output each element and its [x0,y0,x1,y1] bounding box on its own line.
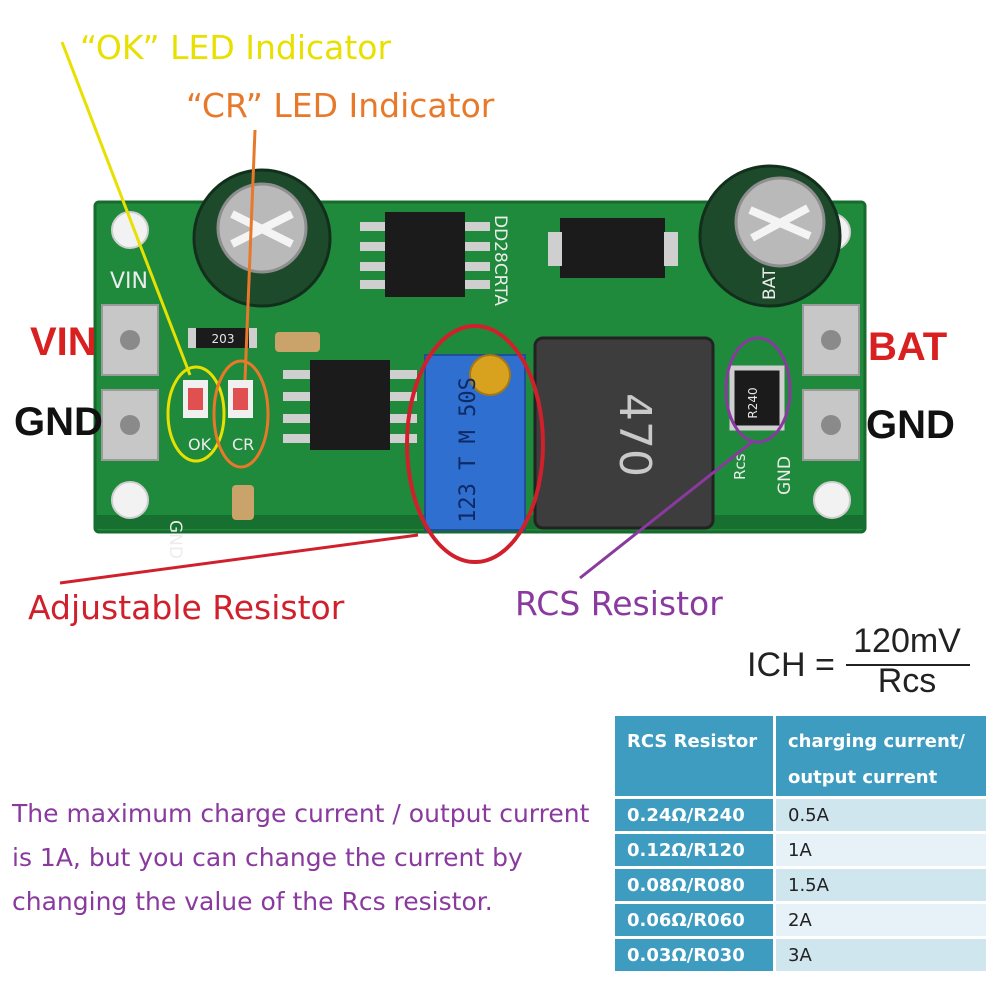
silk-cr: CR [232,435,254,454]
formula-denominator: Rcs [877,662,937,700]
pin-label-gnd-right: GND [866,403,955,447]
current-formula: ICH = 120mV Rcs [742,622,972,702]
pin-label-vin: VIN [30,320,97,364]
silk-rcs: Rcs [731,453,749,480]
table-cell-current: 3A [776,939,986,971]
cr-highlight-ellipse [212,359,270,469]
potentiometer: 123 T M 50S [424,354,526,531]
potentiometer-marking: 123 T M 50S [456,377,481,523]
table-header-rcs: RCS Resistor [615,716,773,796]
led-cr [228,380,253,418]
rcs-resistor-part: R240 [729,365,785,431]
table-cell-current: 1A [776,834,986,866]
diode [548,218,678,278]
cr-leader-line [243,129,257,381]
silk-part-code: DD28CRTA [490,215,510,306]
ok-led-callout: “OK” LED Indicator [80,28,392,67]
cr-led-callout: “CR” LED Indicator [186,86,495,125]
table-cell-rcs: 0.06Ω/R060 [615,904,773,936]
ok-leader-line [60,41,192,376]
silk-vin: VIN [110,269,148,294]
ok-highlight-ellipse [166,365,226,463]
silk-gnd-right: GND [775,456,795,495]
electrolytic-capacitor-left [192,168,332,308]
pin-label-gnd-left: GND [14,400,103,444]
formula-numerator: 120mV [853,622,961,660]
table-header-current: charging current/ output current [776,716,986,796]
table-cell-rcs: 0.08Ω/R080 [615,869,773,901]
adjustable-highlight-ellipse [405,324,545,564]
rcs-resistor-callout: RCS Resistor [515,584,723,623]
current-note: The maximum charge current / output curr… [12,799,590,916]
svg-text:R240: R240 [746,387,760,418]
table-cell-current: 2A [776,904,986,936]
formula-lhs: ICH = [747,646,835,684]
table-cell-current: 1.5A [776,869,986,901]
rcs-current-table: RCS Resistor charging current/ output cu… [612,713,989,974]
smd-capacitor [232,332,320,520]
silk-bat: BAT [760,267,780,300]
inductor: 470 [533,336,715,530]
ic-chip-middle [283,360,417,450]
table-cell-rcs: 0.03Ω/R030 [615,939,773,971]
svg-text:203: 203 [212,332,235,346]
adjustable-leader-line [59,533,419,585]
inductor-marking: 470 [609,393,660,477]
table-cell-current: 0.5A [776,799,986,831]
formula-fraction-bar [846,664,970,666]
rcs-leader-line [579,440,753,580]
silk-gnd-left: GND [165,520,185,559]
pin-label-bat: BAT [868,325,948,369]
rcs-highlight-ellipse [724,336,792,444]
led-ok [183,380,208,418]
table-cell-rcs: 0.24Ω/R240 [615,799,773,831]
table-header-row: RCS Resistor charging current/ output cu… [615,716,986,796]
adjustable-resistor-callout: Adjustable Resistor [28,588,345,627]
silk-ok: OK [188,435,212,454]
table-cell-rcs: 0.12Ω/R120 [615,834,773,866]
electrolytic-capacitor-right [698,164,842,308]
smd-resistor-203: 203 [188,328,257,348]
ic-chip-top [360,212,490,297]
